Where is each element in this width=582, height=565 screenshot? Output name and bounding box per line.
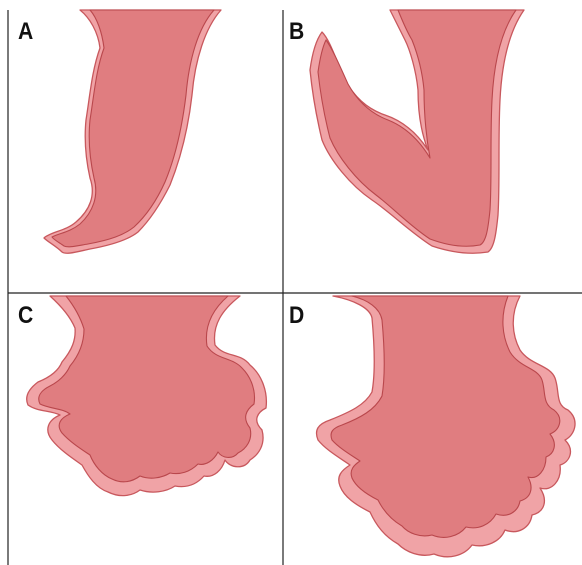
panel-d-shape (317, 296, 576, 557)
panel-a-shape (44, 10, 221, 253)
panel-label-d: D (289, 304, 304, 328)
panel-label-a: A (18, 20, 33, 44)
panel-label-b: B (289, 20, 304, 44)
panel-b-shape (310, 10, 524, 253)
panel-label-c: C (18, 304, 33, 328)
panel-c-shape (27, 296, 267, 496)
